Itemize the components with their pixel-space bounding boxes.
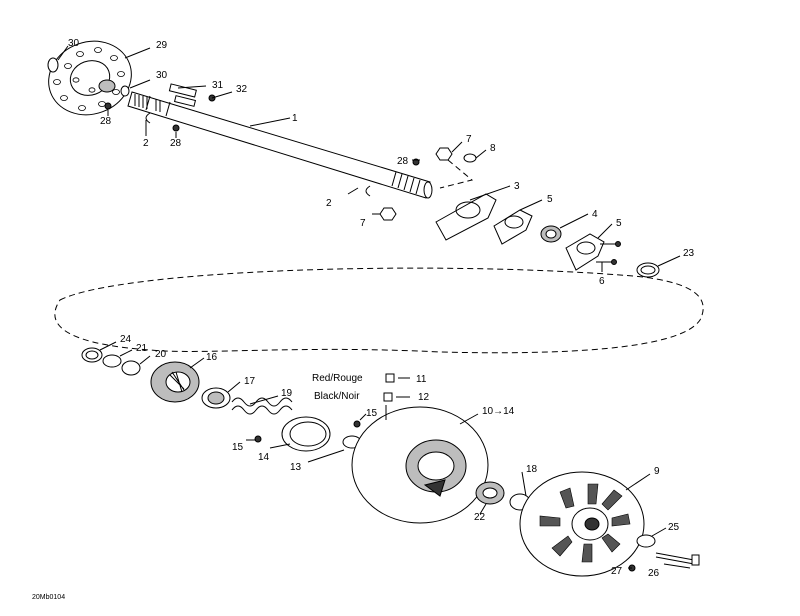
screw-28-b: [172, 124, 180, 132]
callout-24: 24: [120, 334, 132, 345]
callout-7-top: 7: [466, 134, 472, 145]
callout-8: 8: [490, 143, 496, 154]
callout-30-top: 30: [68, 38, 80, 49]
circlip-30-lower: [120, 85, 130, 97]
callout-19: 19: [281, 388, 293, 399]
cam-16: [150, 361, 200, 403]
callout-14: 14: [258, 452, 270, 463]
screw-15-right: [353, 420, 361, 428]
washer-21: [102, 354, 122, 368]
callout-3: 3: [514, 181, 520, 192]
nut-7-upper: [435, 147, 453, 161]
callout-29: 29: [156, 40, 168, 51]
fixed-half: [519, 471, 645, 577]
callout-28-a: 28: [100, 116, 112, 127]
callout-27: 27: [611, 566, 623, 577]
brake-disc: [48, 40, 132, 116]
spring-19: [231, 397, 293, 415]
callout-22: 22: [474, 512, 486, 523]
callout-4: 4: [592, 209, 598, 220]
nut-7-lower: [379, 207, 397, 221]
callout-5-right: 5: [616, 218, 622, 229]
callout-28-c: 28: [397, 156, 409, 167]
callout-2-a: 2: [143, 138, 149, 149]
callout-28-b: 28: [170, 138, 182, 149]
callout-11: 11: [416, 374, 427, 385]
red-rouge-label: Red/Rouge: [312, 373, 363, 384]
callout-12: 12: [418, 392, 430, 403]
callout-10-14: 10→14: [482, 406, 515, 417]
screw-28-a: [104, 102, 112, 110]
callout-26: 26: [648, 568, 660, 579]
spring-cup-17: [201, 387, 231, 409]
callout-1: 1: [292, 113, 298, 124]
key-32: [173, 94, 216, 107]
callout-13: 13: [290, 462, 302, 473]
circlip-2-left: [145, 112, 151, 124]
callout-9: 9: [654, 466, 660, 477]
callout-6: 6: [599, 276, 605, 287]
leader-lines: [57, 45, 691, 569]
ring-14: [281, 416, 331, 452]
circlip-2-right: [365, 185, 371, 197]
assembly-path: [439, 159, 474, 189]
callout-16: 16: [206, 352, 218, 363]
countershaft: [127, 91, 433, 199]
key-31: [168, 83, 197, 98]
bolts-6: [596, 241, 621, 265]
callout-32: 32: [236, 84, 248, 95]
screw-15-left: [254, 435, 262, 443]
drawing-code: 20Mb0104: [32, 594, 65, 601]
circlip-30-upper: [47, 57, 59, 73]
bolt-26: [655, 552, 700, 566]
callout-labels: 30 29 30 31 32 1 28 2 28 28 7 8 3 5 4 5 …: [32, 38, 695, 601]
callout-25: 25: [668, 522, 680, 533]
callout-23: 23: [683, 248, 695, 259]
washer-24: [81, 347, 103, 363]
washer-25: [636, 534, 656, 548]
callout-31: 31: [212, 80, 224, 91]
black-slider-12: [383, 392, 393, 402]
bushing-20: [121, 360, 141, 376]
callout-5-top: 5: [547, 194, 553, 205]
flange-5-outer: [565, 233, 605, 271]
callout-18: 18: [526, 464, 538, 475]
flange-5-inner: [493, 209, 533, 245]
callout-21: 21: [136, 343, 148, 354]
callout-2-b: 2: [326, 198, 332, 209]
red-slider-11: [385, 373, 395, 383]
callout-7-low: 7: [360, 218, 366, 229]
bearing-4: [540, 225, 562, 243]
callout-17: 17: [244, 376, 256, 387]
sliding-half: [351, 406, 489, 524]
bearing-support: [435, 193, 497, 241]
callout-15-left: 15: [232, 442, 244, 453]
callout-30-mid: 30: [156, 70, 168, 81]
washer-8: [463, 153, 477, 163]
oring-23-inner: [640, 265, 656, 275]
black-noir-label: Black/Noir: [314, 391, 360, 402]
callout-15-right: 15: [366, 408, 378, 419]
belt-outline: [54, 267, 704, 354]
callout-20: 20: [155, 349, 167, 360]
